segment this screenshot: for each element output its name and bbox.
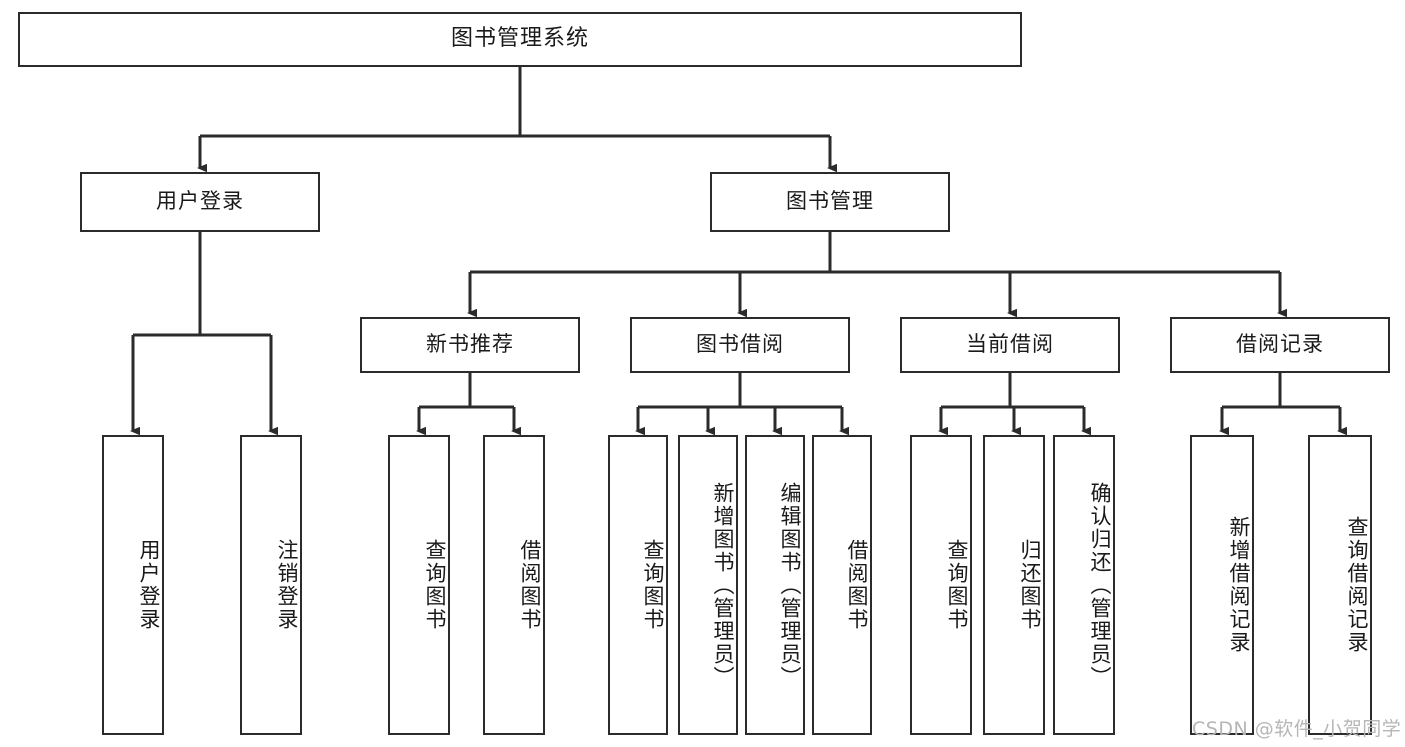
node-leaf-borrow-book-1-label: 借阅图书 [518, 539, 542, 631]
node-leaf-query-record[interactable]: 查询借阅记录 [1308, 435, 1372, 735]
node-leaf-query-book-1-label: 查询图书 [423, 539, 447, 631]
node-leaf-query-book-3[interactable]: 查询图书 [910, 435, 972, 735]
node-leaf-logout[interactable]: 注销登录 [240, 435, 302, 735]
node-leaf-borrow-book-2[interactable]: 借阅图书 [812, 435, 872, 735]
node-book-manage-label: 图书管理 [786, 189, 874, 214]
node-user-login[interactable]: 用户登录 [80, 172, 320, 232]
node-current-borrow-label: 当前借阅 [966, 332, 1054, 357]
node-leaf-confirm-return[interactable]: 确认归还（管理员） [1053, 435, 1115, 735]
node-leaf-add-book-label: 新增图书（管理员） [711, 481, 735, 689]
node-leaf-query-record-label: 查询借阅记录 [1345, 516, 1369, 654]
node-leaf-user-login-label: 用户登录 [137, 539, 161, 631]
node-leaf-edit-book-label: 编辑图书（管理员） [778, 481, 802, 689]
node-book-borrow-label: 图书借阅 [696, 332, 784, 357]
node-new-book-rec[interactable]: 新书推荐 [360, 317, 580, 373]
node-root-label: 图书管理系统 [450, 26, 589, 52]
node-leaf-query-book-2[interactable]: 查询图书 [608, 435, 668, 735]
node-leaf-return-book[interactable]: 归还图书 [983, 435, 1045, 735]
node-leaf-add-record[interactable]: 新增借阅记录 [1190, 435, 1254, 735]
node-borrow-record-label: 借阅记录 [1236, 332, 1324, 357]
node-leaf-return-book-label: 归还图书 [1018, 539, 1042, 631]
node-leaf-confirm-return-label: 确认归还（管理员） [1088, 481, 1112, 689]
node-leaf-borrow-book-1[interactable]: 借阅图书 [483, 435, 545, 735]
node-leaf-add-book[interactable]: 新增图书（管理员） [678, 435, 738, 735]
node-root[interactable]: 图书管理系统 [18, 12, 1022, 67]
node-leaf-borrow-book-2-label: 借阅图书 [845, 539, 869, 631]
node-leaf-query-book-2-label: 查询图书 [641, 539, 665, 631]
csdn-watermark: CSDN @软件_小贺同学 [1192, 718, 1402, 740]
node-leaf-user-login[interactable]: 用户登录 [102, 435, 164, 735]
node-borrow-record[interactable]: 借阅记录 [1170, 317, 1390, 373]
node-new-book-rec-label: 新书推荐 [426, 332, 514, 357]
node-leaf-query-book-3-label: 查询图书 [945, 539, 969, 631]
node-book-borrow[interactable]: 图书借阅 [630, 317, 850, 373]
node-book-manage[interactable]: 图书管理 [710, 172, 950, 232]
node-leaf-query-book-1[interactable]: 查询图书 [388, 435, 450, 735]
node-leaf-add-record-label: 新增借阅记录 [1227, 516, 1251, 654]
node-leaf-logout-label: 注销登录 [275, 539, 299, 631]
node-current-borrow[interactable]: 当前借阅 [900, 317, 1120, 373]
node-user-login-label: 用户登录 [156, 189, 244, 214]
node-leaf-edit-book[interactable]: 编辑图书（管理员） [745, 435, 805, 735]
